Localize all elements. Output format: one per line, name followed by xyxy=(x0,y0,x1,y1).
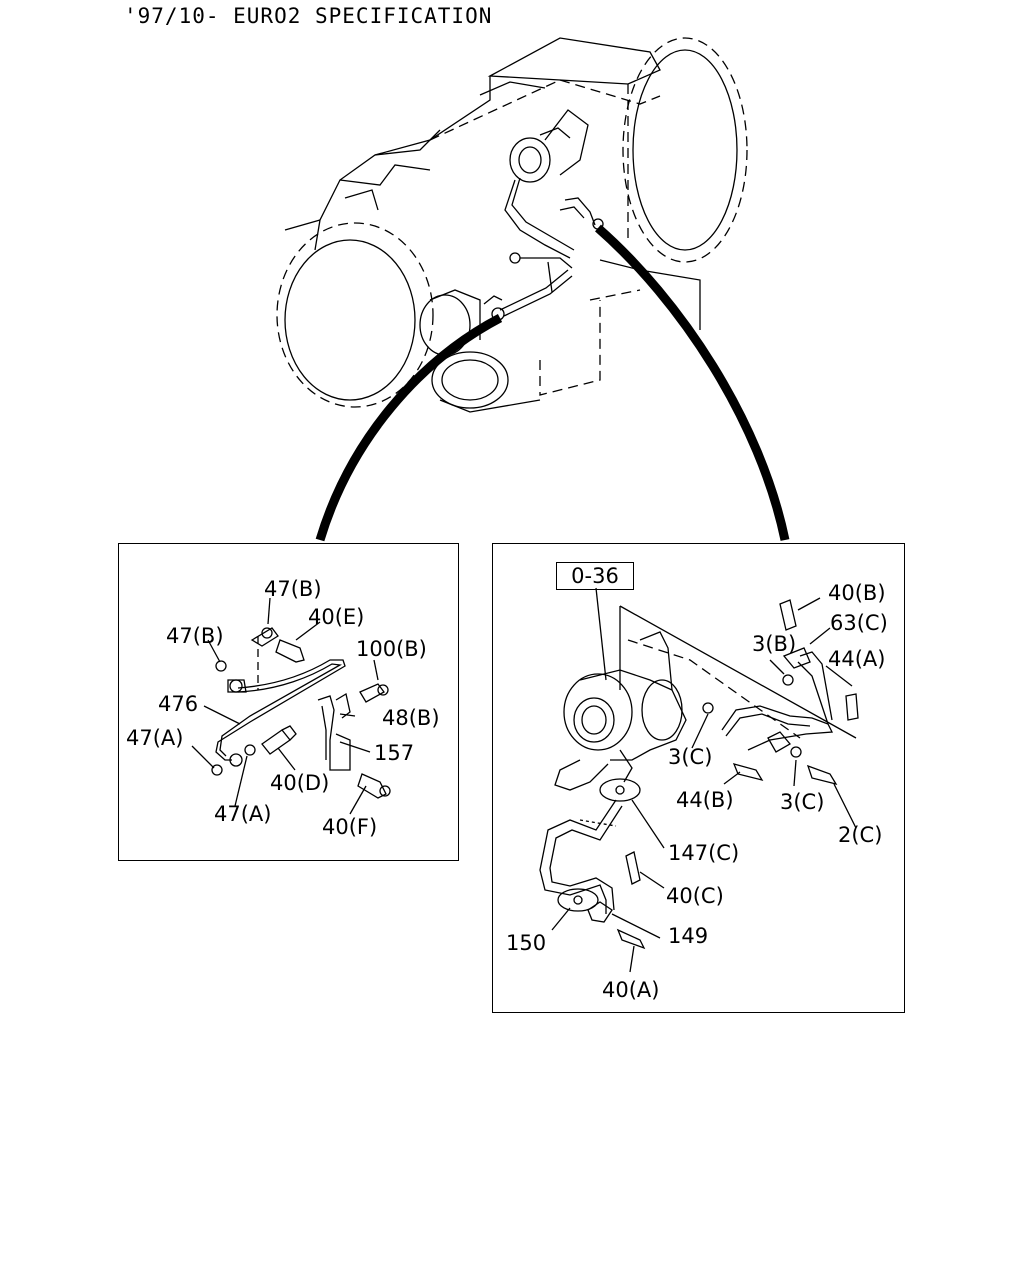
label-40a: 40(A) xyxy=(602,978,660,1002)
label-44b: 44(B) xyxy=(676,788,734,812)
label-476: 476 xyxy=(158,692,199,716)
label-3b: 3(B) xyxy=(752,632,797,656)
label-40d: 40(D) xyxy=(270,771,330,795)
label-149: 149 xyxy=(668,924,709,948)
left-detail-panel xyxy=(118,543,459,861)
label-63c: 63(C) xyxy=(830,611,888,635)
label-100b: 100(B) xyxy=(356,637,427,661)
reference-box-0-36: 0-36 xyxy=(556,562,634,590)
label-47b-top: 47(B) xyxy=(264,577,322,601)
label-150: 150 xyxy=(506,931,547,955)
label-48b: 48(B) xyxy=(382,706,440,730)
label-47a-left: 47(A) xyxy=(126,726,184,750)
callout-arcs xyxy=(315,224,790,542)
label-47a-bottom: 47(A) xyxy=(214,802,272,826)
label-147c: 147(C) xyxy=(668,841,740,865)
page-title: '97/10- EURO2 SPECIFICATION xyxy=(124,4,493,28)
label-40e: 40(E) xyxy=(308,605,365,629)
label-3c-a: 3(C) xyxy=(668,745,713,769)
label-157: 157 xyxy=(374,741,415,765)
label-2c: 2(C) xyxy=(838,823,883,847)
label-40f: 40(F) xyxy=(322,815,378,839)
label-47b-left: 47(B) xyxy=(166,624,224,648)
engine-overview xyxy=(276,37,748,413)
label-44a: 44(A) xyxy=(828,647,886,671)
label-40b: 40(B) xyxy=(828,581,886,605)
right-panel-parts xyxy=(539,587,859,973)
left-panel-parts xyxy=(191,597,391,815)
right-detail-panel xyxy=(492,543,905,1013)
label-3c-b: 3(C) xyxy=(780,790,825,814)
label-40c: 40(C) xyxy=(666,884,724,908)
